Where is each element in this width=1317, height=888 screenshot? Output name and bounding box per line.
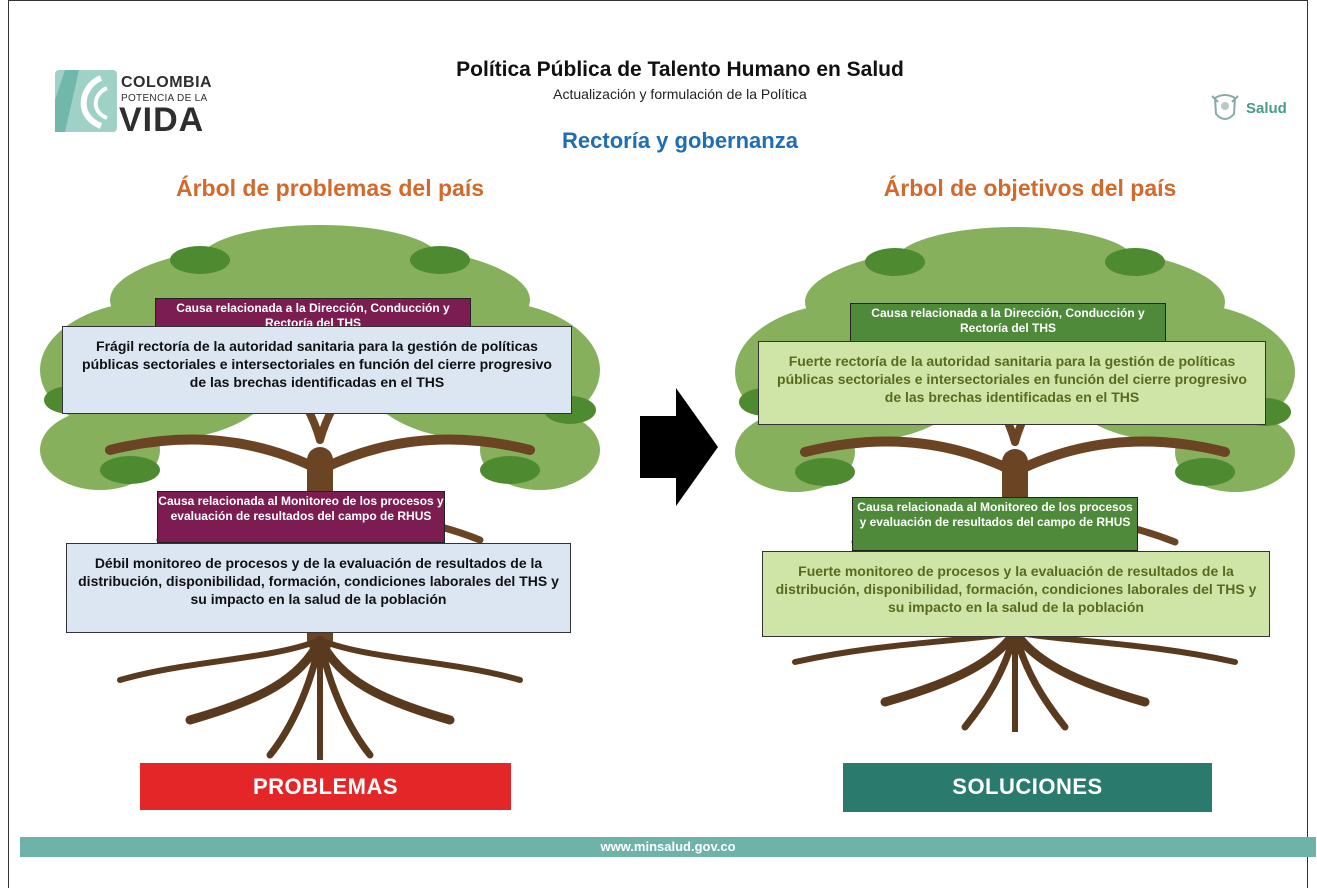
solutions-label: SOLUCIONES [843, 763, 1212, 812]
logo-text-colombia: COLOMBIA [121, 74, 213, 91]
colombia-wave-icon [55, 70, 117, 132]
right-arrow-icon [640, 388, 718, 506]
solution-description-monitoreo: Fuerte monitoreo de procesos y la evalua… [762, 551, 1270, 637]
solution-cause-monitoreo: Causa relacionada al Monitoreo de los pr… [852, 497, 1138, 551]
solution-cause-direction: Causa relacionada a la Dirección, Conduc… [850, 303, 1166, 343]
colombia-potencia-logo: COLOMBIA POTENCIA DE LA VIDA [55, 68, 225, 139]
problem-cause-monitoreo: Causa relacionada al Monitoreo de los pr… [157, 491, 445, 543]
page-title: Política Pública de Talento Humano en Sa… [456, 58, 904, 81]
footer-url[interactable]: www.minsalud.gov.co [600, 839, 736, 854]
minsalud-logo: Salud [1210, 92, 1310, 132]
coat-of-arms-icon [1211, 94, 1239, 120]
objective-tree-illustration [735, 227, 1295, 732]
section-heading: Rectoría y gobernanza [562, 128, 798, 153]
logo-text-vida: VIDA [119, 101, 205, 139]
page-frame [8, 0, 1308, 888]
logo-text-potencia: POTENCIA DE LA [121, 93, 208, 104]
objective-tree-title: Árbol de objetivos del país [883, 175, 1177, 201]
page-subtitle: Actualización y formulación de la Políti… [553, 86, 807, 102]
footer-bar: www.minsalud.gov.co [20, 837, 1316, 857]
solution-description-rectoria: Fuerte rectoría de la autoridad sanitari… [758, 341, 1266, 425]
problem-tree-title: Árbol de problemas del país [175, 175, 485, 201]
problem-description-monitoreo: Débil monitoreo de procesos y de la eval… [66, 543, 571, 633]
problems-label: PROBLEMAS [140, 763, 511, 810]
problem-description-rectoria: Frágil rectoría de la autoridad sanitari… [62, 326, 572, 414]
salud-text: Salud [1246, 100, 1287, 117]
